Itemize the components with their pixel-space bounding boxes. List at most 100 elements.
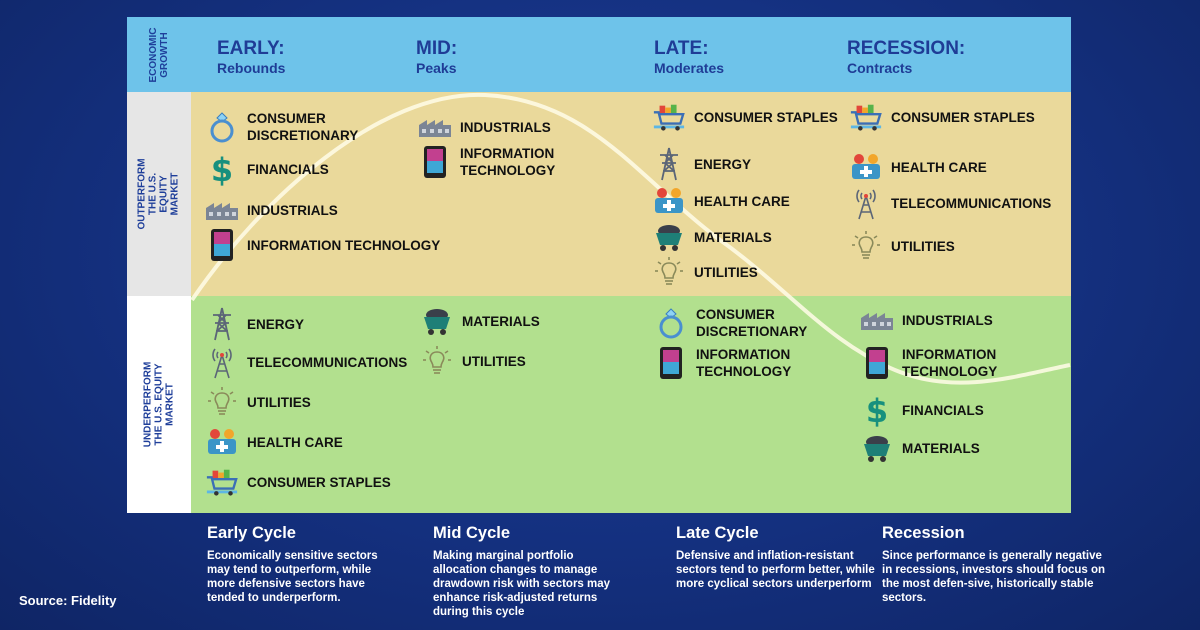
antenna-icon [849,186,883,220]
factory-icon [860,303,894,337]
light-bulb-icon [652,255,686,289]
sector-label: Consumer Staples [247,474,391,490]
mine-cart-icon [652,220,686,254]
factory-icon [418,110,452,144]
underperform-early-sector-utilities: Utilities [205,385,311,419]
cycle-mid: Mid Cycle Making marginal portfolio allo… [433,524,628,619]
outperform-early-sector-financials: $ Financials [205,152,329,186]
outperform-recession-sector-health-care: Health Care [849,150,987,184]
phone-icon [205,228,239,262]
underperform-early-sector-energy: Energy [205,307,304,341]
phase-early-name: EARLY: [217,38,285,59]
dollar-icon: $ [860,393,894,427]
underperform-early-sector-telecommunications: Telecommunications [205,345,407,379]
light-bulb-icon [420,344,454,378]
cycle-mid-desc: Making marginal portfolio allocation cha… [433,550,611,618]
outperform-recession-sector-telecommunications: Telecommunications [849,186,1051,220]
sector-label: Industrials [247,202,338,218]
outperform-early-sector-information-technology: Information Technology [205,228,440,262]
phone-icon [654,346,688,380]
cycle-recession: Recession Since performance is generally… [882,524,1107,605]
source-note: Source: Fidelity [19,593,117,608]
economic-growth-row [127,17,1071,92]
cycle-early-title: Early Cycle [207,524,296,542]
medical-kit-icon [652,184,686,218]
dollar-icon: $ [205,152,239,186]
power-tower-icon [652,147,686,181]
cycle-mid-title: Mid Cycle [433,524,511,542]
ring-icon [205,110,239,144]
underperform-late-sector-consumer-discretionary: Consumer Discretionary [654,306,846,340]
shopping-cart-icon [849,100,883,134]
underperform-row [127,296,1071,513]
sector-label: Industrials [460,119,551,135]
outperform-late-sector-utilities: Utilities [652,255,758,289]
cycle-late-title: Late Cycle [676,524,759,542]
cycle-recession-title: Recession [882,524,965,542]
factory-icon [205,193,239,227]
outperform-early-sector-consumer-discretionary: Consumer Discretionary [205,110,377,144]
sector-label: Consumer Staples [891,109,1035,125]
mine-cart-icon [860,431,894,465]
underperform-recession-sector-materials: Materials [860,431,980,465]
svg-text:$: $ [211,152,233,186]
outperform-late-sector-materials: Materials [652,220,772,254]
phase-recession-name: RECESSION: [847,38,966,59]
sector-label: Consumer Discretionary [696,307,808,339]
cycle-recession-desc: Since performance is generally negative … [882,550,1106,604]
sector-label: Health Care [891,159,987,175]
sector-label: Consumer Discretionary [247,111,359,143]
light-bulb-icon [205,385,239,419]
sector-label: Health Care [694,193,790,209]
phase-mid: MID: Peaks [416,38,457,76]
phase-late-name: LATE: [654,38,709,59]
outperform-late-sector-health-care: Health Care [652,184,790,218]
phase-recession: RECESSION: Contracts [847,38,965,76]
sector-label: Information Technology [902,347,998,379]
underperform-label-cell [127,296,191,513]
phase-recession-sub: Contracts [847,60,913,76]
outperform-recession-sector-consumer-staples: Consumer Staples [849,100,1035,134]
sector-label: Utilities [247,394,311,410]
growth-label-cell [127,17,191,92]
sector-label: Consumer Staples [694,109,838,125]
sector-label: Health Care [247,434,343,450]
sector-label: Financials [902,402,984,418]
sector-label: Information Technology [696,347,792,379]
antenna-icon [205,345,239,379]
underperform-mid-sector-utilities: Utilities [420,344,526,378]
sector-label: Utilities [891,238,955,254]
cycle-late: Late Cycle Defensive and inflation-resis… [676,524,876,591]
sector-label: Materials [462,313,540,329]
sector-label: Utilities [462,353,526,369]
phase-mid-sub: Peaks [416,60,457,76]
underperform-recession-sector-industrials: Industrials [860,303,993,337]
sector-label: Energy [247,316,305,332]
sector-label: Utilities [694,264,758,280]
phase-early-sub: Rebounds [217,60,286,76]
svg-text:$: $ [866,393,888,427]
shopping-cart-icon [205,465,239,499]
outperform-late-sector-consumer-staples: Consumer Staples [652,100,838,134]
underperform-early-sector-health-care: Health Care [205,425,343,459]
sector-label: Financials [247,161,329,177]
underperform-recession-sector-information-technology: Information Technology [860,346,1052,380]
cycle-late-desc: Defensive and inflation-resistant sector… [676,550,875,590]
medical-kit-icon [849,150,883,184]
phase-late: LATE: Moderates [654,38,724,76]
power-tower-icon [205,307,239,341]
sector-label: Industrials [902,312,993,328]
medical-kit-icon [205,425,239,459]
phone-icon [860,346,894,380]
sector-label: Materials [694,229,772,245]
phone-icon [418,145,452,179]
outperform-early-sector-industrials: Industrials [205,193,338,227]
outperform-recession-sector-utilities: Utilities [849,229,955,263]
ring-icon [654,306,688,340]
underperform-late-sector-information-technology: Information Technology [654,346,846,380]
sector-label: Materials [902,440,980,456]
light-bulb-icon [849,229,883,263]
mine-cart-icon [420,304,454,338]
outperform-late-sector-energy: Energy [652,147,751,181]
underperform-early-sector-consumer-staples: Consumer Staples [205,465,391,499]
